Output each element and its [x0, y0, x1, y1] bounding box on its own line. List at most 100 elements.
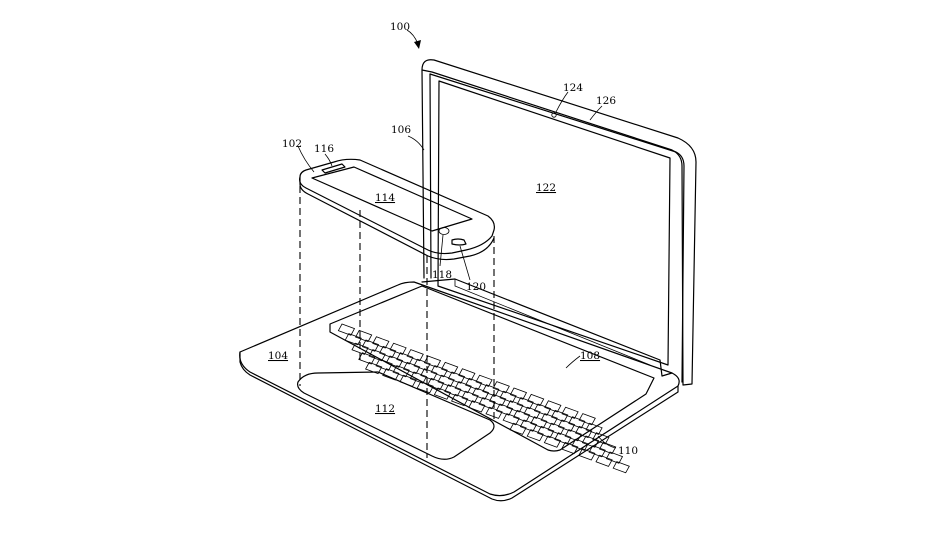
keyboard-key — [554, 432, 572, 445]
keyboard-key — [437, 374, 455, 387]
keyboard-key — [564, 429, 582, 442]
keyboard-key — [492, 381, 510, 394]
keyboard-key — [413, 358, 431, 371]
keyboard-key — [543, 435, 562, 448]
keyboard-key — [509, 387, 528, 400]
label-100: 100 — [390, 21, 410, 33]
label-120: 120 — [466, 281, 486, 293]
keyboard-key — [465, 377, 483, 391]
keyboard-key — [581, 435, 600, 448]
keyboard-key — [513, 409, 531, 423]
keyboard-key — [379, 345, 397, 359]
keyboard-key — [578, 448, 596, 461]
keyboard-key — [368, 349, 386, 362]
keyboard-key — [406, 349, 424, 362]
keyboard-key — [551, 409, 569, 423]
label-122: 122 — [536, 182, 556, 194]
label-108: 108 — [580, 350, 600, 362]
keyboard-key — [396, 352, 414, 365]
earpiece-icon — [321, 163, 346, 174]
keyboard-key — [588, 445, 606, 458]
keyboard-key — [585, 422, 603, 435]
keyboard-key — [392, 365, 410, 378]
keyboard-key — [451, 393, 469, 407]
keyboard-key — [599, 441, 617, 455]
keyboard-key — [533, 403, 552, 416]
laptop-base — [239, 278, 680, 502]
connector-icon — [451, 238, 467, 246]
keyboard-key — [344, 333, 362, 346]
keyboard-key — [568, 416, 586, 429]
label-126: 126 — [596, 95, 616, 107]
keyboard-key — [485, 406, 503, 419]
label-112: 112 — [375, 403, 395, 415]
keyboard-key — [578, 413, 596, 426]
keyboard-key — [482, 384, 500, 397]
keyboard-key — [595, 454, 613, 467]
keyboard-key — [502, 413, 520, 426]
keyboard-key — [430, 365, 448, 378]
keyboard-key — [571, 438, 589, 451]
keyboard-key — [592, 432, 610, 445]
keyboard-key — [399, 374, 417, 387]
reference-labels: 100 102 116 106 124 126 114 122 118 120 … — [268, 21, 638, 457]
camera-icon — [551, 112, 557, 118]
projection-lines — [299, 186, 495, 458]
keyboard-key — [561, 441, 579, 455]
keyboard-key — [575, 425, 593, 439]
keyboard-key — [444, 384, 462, 397]
label-118: 118 — [432, 269, 452, 281]
keyboard-key — [516, 397, 534, 410]
home-button-icon — [438, 227, 450, 235]
keyboard-key — [612, 461, 630, 474]
keyboard-key — [372, 336, 390, 349]
label-116: 116 — [314, 143, 334, 155]
keyboard-key — [375, 358, 393, 371]
keyboard-key — [526, 429, 544, 442]
keyboard-key — [409, 371, 428, 384]
keyboard-key — [447, 371, 466, 384]
label-114: 114 — [375, 192, 395, 204]
keyboard-key — [441, 361, 459, 375]
keyboard-key — [385, 355, 404, 368]
keyboard-key — [454, 381, 472, 394]
label-110: 110 — [618, 445, 638, 457]
label-124: 124 — [563, 82, 583, 94]
keyboard-key — [489, 393, 507, 407]
keyboard-key — [557, 419, 576, 432]
display-housing — [421, 59, 697, 386]
keyboard-key — [561, 406, 579, 419]
keyboard-key — [519, 419, 538, 432]
keyboard-key — [468, 400, 486, 413]
label-104: 104 — [268, 350, 288, 362]
keyboard-key — [544, 400, 562, 413]
keyboard-key — [471, 387, 490, 400]
keyboard-key — [540, 413, 558, 426]
keyboard-key — [382, 368, 400, 381]
trackpad — [297, 371, 495, 460]
label-106: 106 — [391, 124, 411, 136]
keyboard-key — [427, 377, 445, 391]
keyboard-key — [605, 451, 624, 464]
keyboard-key — [523, 406, 541, 419]
keyboard-key — [461, 390, 479, 403]
display-panel — [437, 80, 671, 366]
leader-lines — [297, 29, 617, 449]
keyboard-key — [530, 416, 548, 429]
keyboard-key — [495, 403, 514, 416]
keyboard-key — [475, 374, 493, 387]
keyboard-key — [337, 323, 356, 336]
keyboard-key — [458, 368, 476, 381]
keyboard-key — [433, 387, 452, 400]
keyboard-key — [389, 342, 407, 355]
keyboard-key — [527, 393, 545, 407]
keyboard-key — [361, 339, 380, 352]
keyboard-key — [478, 397, 496, 410]
keyboard-key — [403, 361, 421, 375]
keyboard-key — [420, 368, 438, 381]
keyboard-key — [537, 425, 555, 439]
label-102: 102 — [282, 138, 302, 150]
phone-device — [299, 158, 495, 261]
keyboard-key — [365, 361, 383, 375]
phone-screen — [311, 166, 473, 232]
